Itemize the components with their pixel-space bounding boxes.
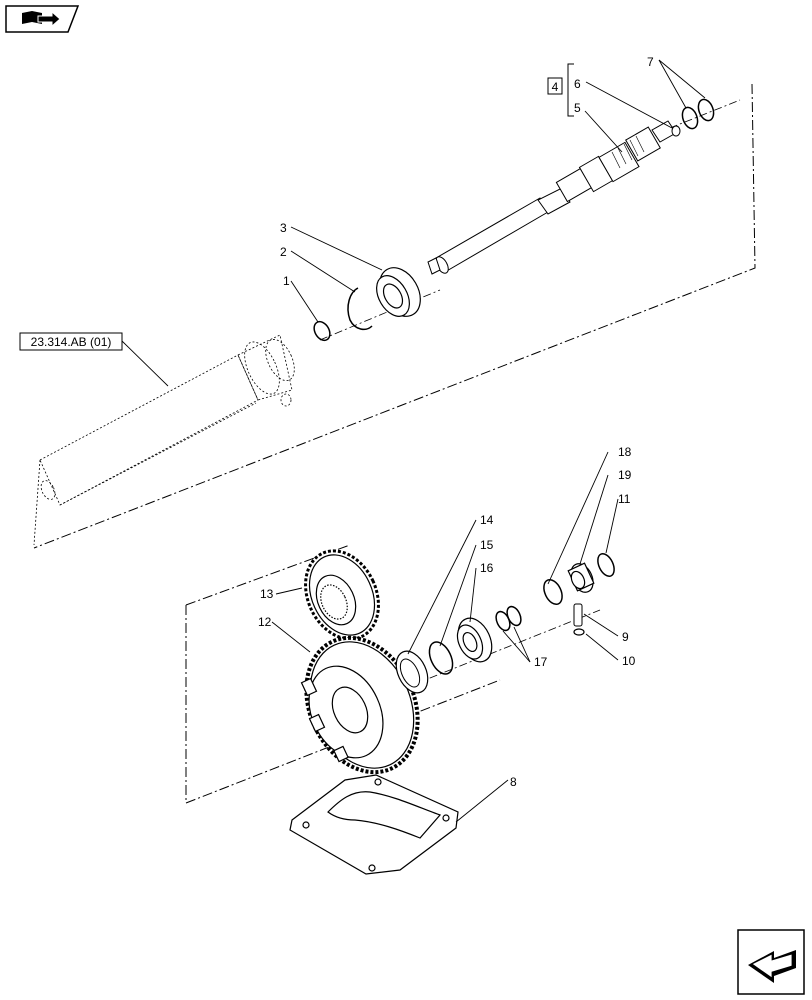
callout-3[interactable]: 3 — [280, 221, 287, 235]
reference-link-23-314-ab[interactable]: 23.314.AB (01) — [19, 332, 123, 351]
callout-7[interactable]: 7 — [647, 55, 654, 69]
svg-text:23.314.AB (01): 23.314.AB (01) — [31, 335, 112, 349]
part-16-bearing — [456, 617, 493, 663]
part-7-o-rings — [681, 98, 715, 130]
reference-housing — [33, 334, 295, 546]
callout-11[interactable]: 11 — [618, 492, 631, 506]
callout-16[interactable]: 16 — [480, 561, 494, 575]
leader-lines — [121, 59, 706, 823]
part-13-gear — [304, 549, 380, 641]
kit-4-box: 4 — [547, 77, 563, 95]
svg-text:4: 4 — [552, 80, 559, 94]
callout-10[interactable]: 10 — [622, 654, 636, 668]
part-17-o-rings — [495, 605, 522, 632]
callout-1[interactable]: 1 — [283, 274, 290, 288]
next-page-arrow-icon — [748, 950, 796, 983]
part-1-o-ring — [313, 320, 331, 342]
part-6-pin — [671, 125, 681, 137]
main-shaft — [427, 120, 677, 275]
part-15-washer — [428, 641, 454, 675]
callout-5[interactable]: 5 — [574, 101, 581, 115]
part-18-ring — [543, 578, 563, 606]
callout-8[interactable]: 8 — [510, 775, 517, 789]
part-8-cover-plate — [289, 774, 459, 875]
part-3-bearing — [376, 267, 421, 317]
callout-18[interactable]: 18 — [618, 445, 632, 459]
callout-labels: 1 2 3 5 6 7 8 9 10 11 12 13 14 15 16 17 … — [258, 55, 654, 789]
callout-2[interactable]: 2 — [280, 245, 287, 259]
part-14-washer — [395, 650, 429, 694]
callout-14[interactable]: 14 — [480, 513, 494, 527]
callout-19[interactable]: 19 — [618, 468, 632, 482]
part-12-ring-gear — [300, 635, 420, 775]
part-11-o-ring — [597, 552, 615, 578]
callout-13[interactable]: 13 — [260, 587, 274, 601]
callout-12[interactable]: 12 — [258, 615, 272, 629]
part-9-pin — [573, 603, 583, 627]
part-19-bushing — [567, 562, 595, 593]
callout-17[interactable]: 17 — [534, 655, 548, 669]
callout-9[interactable]: 9 — [622, 630, 629, 644]
callout-15[interactable]: 15 — [480, 538, 494, 552]
next-page-button[interactable] — [737, 929, 805, 995]
axis-lines — [319, 99, 741, 691]
book-with-arrow-icon — [22, 10, 61, 28]
part-2-snap-ring — [347, 287, 373, 331]
kit-bracket — [567, 63, 574, 117]
upper-assembly-outline — [33, 83, 756, 549]
back-to-index-button[interactable] — [5, 5, 80, 33]
callout-6[interactable]: 6 — [574, 77, 581, 91]
part-10-ring — [573, 628, 585, 636]
